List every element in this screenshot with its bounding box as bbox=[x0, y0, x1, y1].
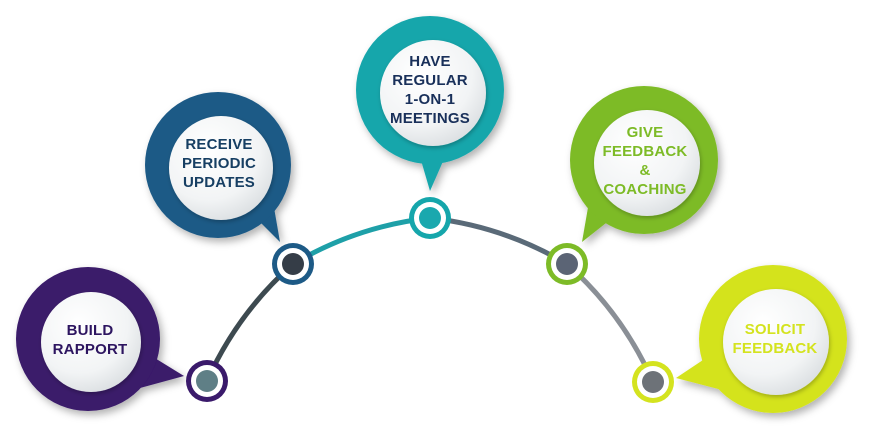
node-dot bbox=[419, 207, 441, 229]
step-label-solicit-feedback: SOLICIT FEEDBACK bbox=[732, 321, 818, 357]
bubble-inner-circle bbox=[41, 292, 141, 392]
bubble-inner-circle bbox=[380, 40, 486, 146]
step-label-give-feedback-coaching: GIVE FEEDBACK & COACHING bbox=[602, 124, 688, 198]
step-nodes bbox=[186, 197, 674, 403]
connector-arc bbox=[427, 215, 570, 267]
connector-arc bbox=[290, 215, 433, 267]
step-label-receive-periodic-updates: RECEIVE PERIODIC UPDATES bbox=[181, 135, 257, 191]
node-dot bbox=[642, 371, 664, 393]
step-bubbles bbox=[16, 16, 847, 413]
node-build-rapport bbox=[186, 360, 228, 402]
node-dot bbox=[282, 253, 304, 275]
node-solicit-feedback bbox=[632, 361, 674, 403]
node-receive-periodic-updates bbox=[272, 243, 314, 285]
connector-arcs bbox=[204, 215, 656, 385]
bubble-inner-circle bbox=[723, 289, 829, 395]
step-label-build-rapport: BUILD RAPPORT bbox=[52, 322, 128, 358]
node-give-feedback-coaching bbox=[546, 243, 588, 285]
connector-arc bbox=[204, 261, 296, 384]
node-dot bbox=[556, 253, 578, 275]
node-dot bbox=[196, 370, 218, 392]
bubble-inner-circle bbox=[169, 116, 273, 220]
bubble-inner-circle bbox=[594, 110, 700, 216]
connector-arc bbox=[564, 261, 656, 385]
step-label-have-regular-meetings: HAVE REGULAR 1-ON-1 MEETINGS bbox=[390, 53, 470, 127]
node-have-regular-meetings bbox=[409, 197, 451, 239]
